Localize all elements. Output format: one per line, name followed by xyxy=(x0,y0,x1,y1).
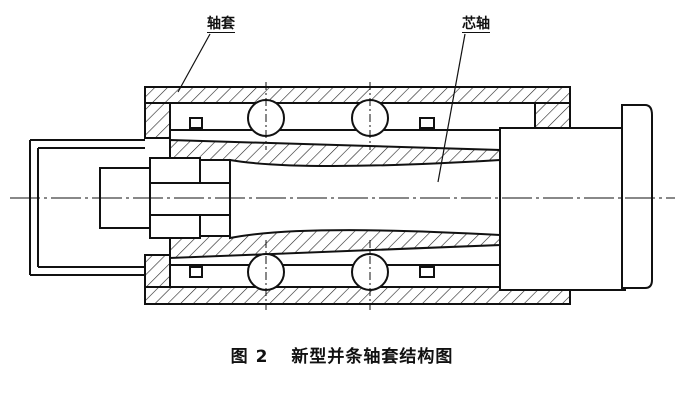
sleeve-left-end-top xyxy=(144,102,171,139)
sleeve-bottom-wall xyxy=(144,286,571,305)
sleeve-top-wall xyxy=(144,86,571,104)
right-roller xyxy=(499,127,626,291)
figure-number: 图 2 xyxy=(230,347,269,367)
sleeve-label: 轴套 xyxy=(207,16,235,33)
figure-caption: 图 2 新型并条轴套结构图 xyxy=(0,342,684,367)
sleeve-left-end-bottom xyxy=(144,254,171,288)
mandrel-label: 芯轴 xyxy=(462,16,490,33)
figure-title: 新型并条轴套结构图 xyxy=(291,347,454,367)
end-flange xyxy=(621,104,653,289)
mandrel-leader-line xyxy=(437,33,466,183)
stub-shaft xyxy=(149,182,231,216)
sleeve-leader-line xyxy=(177,33,211,93)
left-tube xyxy=(29,139,145,276)
